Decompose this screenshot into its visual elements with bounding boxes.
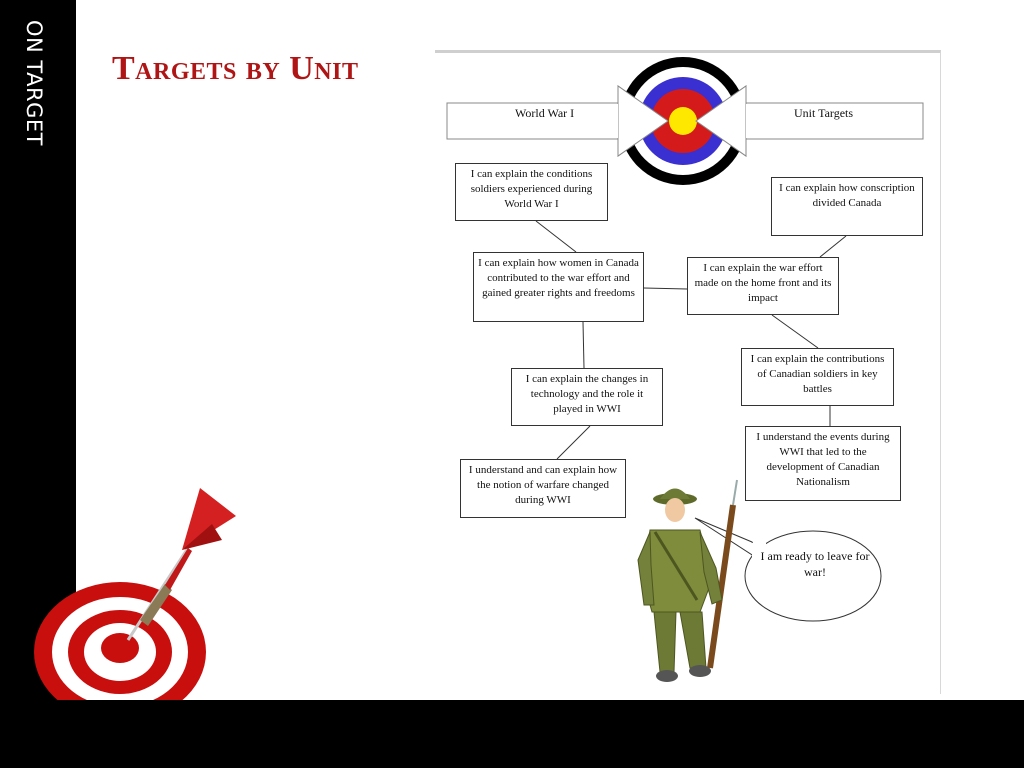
target-home-front-box: I can explain the war effort made on the… bbox=[687, 257, 839, 315]
dartboard-icon bbox=[34, 582, 206, 722]
slide-title: Targets by Unit bbox=[112, 50, 359, 87]
target-technology-box: I can explain the changes in technology … bbox=[511, 368, 663, 426]
target-nationalism-box: I understand the events during WWI that … bbox=[745, 426, 901, 501]
speech-bubble-text: I am ready to leave for war! bbox=[760, 549, 870, 579]
target-logo-icon bbox=[600, 57, 764, 185]
target-women-box: I can explain how women in Canada contri… bbox=[473, 252, 644, 322]
target-conscription-box: I can explain how conscription divided C… bbox=[771, 177, 923, 236]
target-battles-box: I can explain the contributions of Canad… bbox=[741, 348, 894, 406]
footer-bar bbox=[0, 700, 1024, 768]
soldier-illustration bbox=[637, 479, 738, 682]
target-conditions-box: I can explain the conditions soldiers ex… bbox=[455, 163, 608, 221]
connector-lines bbox=[535, 220, 847, 460]
world-war-i-label: World War I bbox=[515, 106, 575, 120]
dart-icon bbox=[126, 488, 236, 641]
unit-targets-label: Unit Targets bbox=[794, 106, 854, 120]
sidebar: ON TARGET bbox=[0, 0, 76, 700]
speech-bubble-ellipse bbox=[744, 530, 882, 622]
sidebar-label: ON TARGET bbox=[22, 20, 46, 146]
target-warfare-box: I understand and can explain how the not… bbox=[460, 459, 626, 518]
